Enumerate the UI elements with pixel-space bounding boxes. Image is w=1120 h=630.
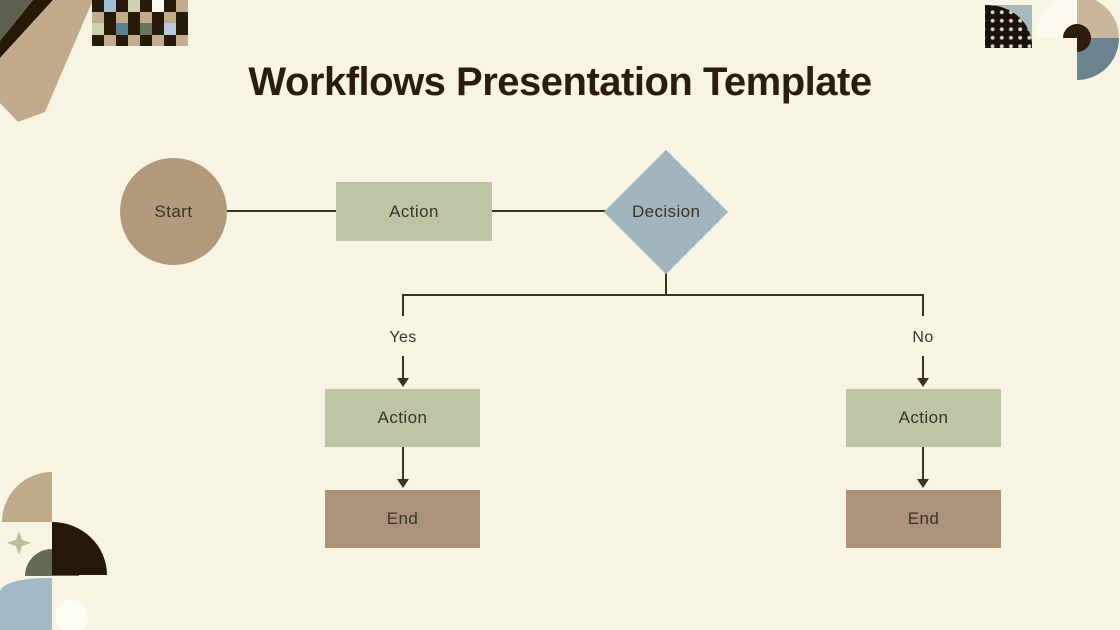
start-node-label: Start: [154, 201, 193, 221]
edge-branch-stub-no: [922, 294, 924, 316]
checkerboard-cell: [140, 23, 152, 35]
checkerboard-cell: [164, 11, 176, 23]
checkerboard-cell: [152, 0, 164, 12]
branch-label-yes: Yes: [389, 329, 417, 346]
checkerboard-cell: [116, 11, 128, 23]
checkerboard-cell: [104, 11, 116, 23]
edge-no-to-action: [922, 356, 924, 380]
checkerboard-cell: [140, 11, 152, 23]
checkerboard-cell: [128, 11, 140, 23]
quarter-circle-blue: [0, 578, 52, 630]
quarter-circle-brown: [52, 522, 107, 575]
checkerboard-cell: [152, 34, 164, 46]
checkerboard-cell: [104, 34, 116, 46]
checkerboard-cell: [92, 0, 104, 12]
checkerboard-cell: [152, 23, 164, 35]
arrowhead-no-end: [917, 479, 929, 488]
dot-grid: [985, 5, 1032, 48]
action-node-no-label: Action: [898, 408, 949, 427]
checkerboard-cell: [128, 23, 140, 35]
edge-action-to-end-no: [922, 447, 924, 480]
checkerboard-cell: [128, 34, 140, 46]
decision-node-label: Decision: [631, 202, 701, 221]
edge-decision-down: [665, 272, 667, 296]
end-node-no-label: End: [907, 509, 940, 528]
arrowhead-no-action: [917, 378, 929, 387]
checkerboard-cell: [140, 0, 152, 12]
checkerboard-cell: [116, 0, 128, 12]
checkerboard-cell: [104, 0, 116, 12]
checkerboard-cell: [92, 11, 104, 23]
end-node-yes-label: End: [386, 509, 419, 528]
edge-action-to-decision: [492, 210, 606, 212]
sparkle-icon: [7, 531, 31, 555]
checkerboard-cell: [92, 34, 104, 46]
arrowhead-yes-action: [397, 378, 409, 387]
checkerboard-cell: [164, 0, 176, 12]
checkerboard-cell: [164, 23, 176, 35]
checkerboard-cell: [92, 23, 104, 35]
action-node-yes-label: Action: [377, 408, 428, 427]
slide-title: Workflows Presentation Template: [248, 60, 872, 104]
end-node-yes: End: [325, 490, 480, 548]
checkerboard-cell: [104, 23, 116, 35]
start-node: Start: [120, 158, 227, 265]
checkerboard-cell: [176, 23, 188, 35]
pie-center-notch: [1063, 38, 1077, 52]
edge-action-to-end-yes: [402, 447, 404, 480]
checkerboard-cell: [164, 34, 176, 46]
action-node-yes: Action: [325, 389, 480, 447]
corner-stripes-decoration: [0, 0, 130, 130]
dotted-square-decoration: [985, 5, 1032, 48]
edge-yes-to-action: [402, 356, 404, 380]
checkerboard-cell: [176, 11, 188, 23]
end-node-no: End: [846, 490, 1001, 548]
checkerboard-cell: [116, 23, 128, 35]
checkerboard: [92, 0, 188, 46]
action-node-no: Action: [846, 389, 1001, 447]
action-node-1: Action: [336, 182, 492, 241]
edge-branch-stub-yes: [402, 294, 404, 316]
checkerboard-cell: [176, 34, 188, 46]
decision-node: Decision: [603, 149, 729, 275]
checkerboard-cell: [152, 11, 164, 23]
quarter-circle-tan: [2, 472, 52, 522]
checkerboard-cell: [116, 34, 128, 46]
action-node-1-label: Action: [389, 201, 439, 221]
branch-label-no: No: [912, 329, 934, 346]
checkerboard-cell: [128, 0, 140, 12]
arrowhead-yes-end: [397, 479, 409, 488]
edge-start-to-action: [226, 210, 336, 212]
edge-branch-horizontal: [402, 294, 924, 296]
white-circle: [55, 600, 88, 630]
checkerboard-cell: [176, 0, 188, 12]
checkerboard-cell: [140, 34, 152, 46]
